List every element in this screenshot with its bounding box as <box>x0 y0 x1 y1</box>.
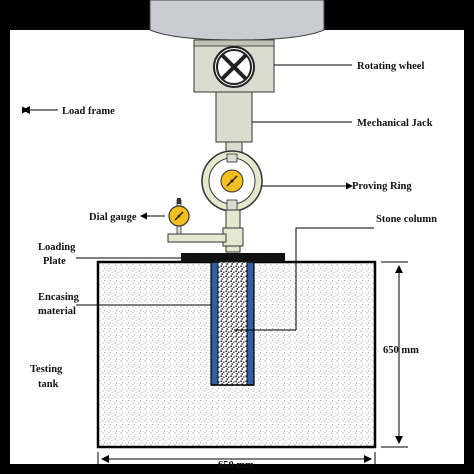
label-testing-tank-line2: tank <box>38 379 59 390</box>
label-width-dimension: 650 mm <box>218 460 254 471</box>
label-dial-gauge: Dial gauge <box>89 212 137 223</box>
dial-gauge <box>167 198 227 243</box>
label-rotating-wheel: Rotating wheel <box>357 61 424 72</box>
label-mechanical-jack: Mechanical Jack <box>357 118 433 129</box>
label-encasing-material-line2: material <box>38 306 76 317</box>
label-testing-tank-line1: Testing <box>30 364 63 375</box>
rotating-wheel-assembly <box>193 39 275 93</box>
label-encasing-material-line1: Encasing <box>38 292 80 303</box>
top-crossbar <box>149 0 325 41</box>
leader-lines <box>22 64 374 331</box>
mechanical-jack <box>215 91 253 155</box>
label-height-dimension: 650 mm <box>383 345 419 356</box>
dimension-height <box>381 261 408 448</box>
label-stone-column: Stone column <box>376 214 437 225</box>
label-load-frame: Load frame <box>62 106 115 117</box>
dimension-width <box>97 452 376 468</box>
dial-gauge-icon <box>168 205 190 227</box>
label-loading-plate-line2: Plate <box>43 256 66 267</box>
wheel-icon <box>213 46 255 88</box>
proving-ring <box>201 150 263 212</box>
loading-plate <box>181 253 285 262</box>
proving-ring-dial-icon <box>220 169 244 193</box>
stone-column <box>210 261 255 386</box>
label-loading-plate-line1: Loading <box>38 242 76 253</box>
load-frame-arrow <box>22 106 30 114</box>
label-proving-ring: Proving Ring <box>352 181 412 192</box>
